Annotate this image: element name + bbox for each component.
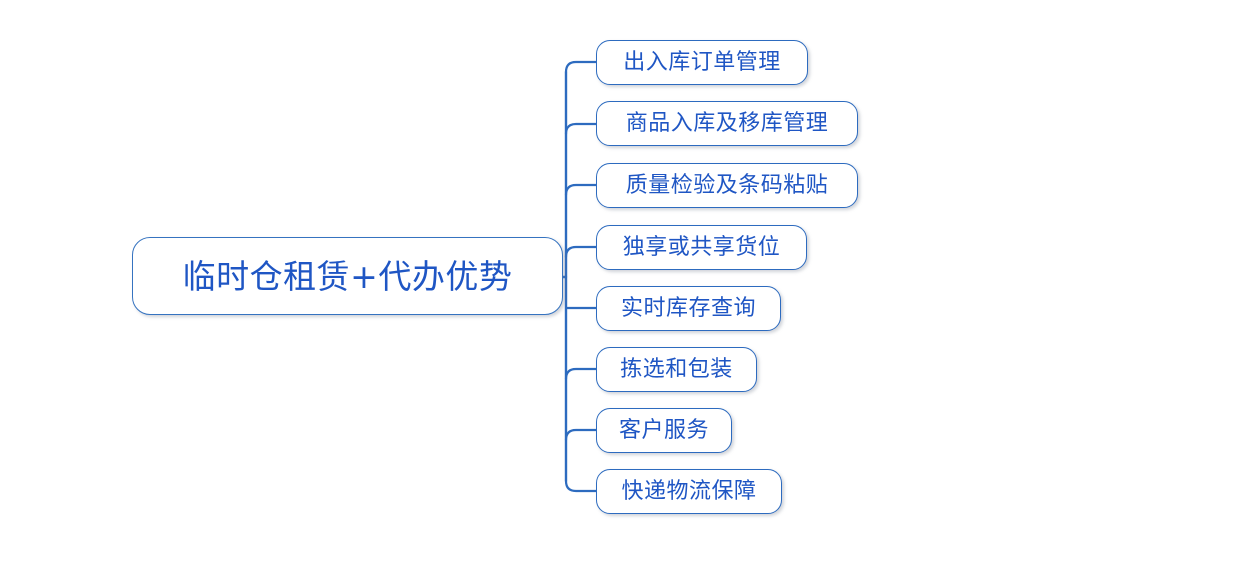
child-node-3[interactable]: 质量检验及条码粘贴 <box>596 163 858 208</box>
child-node-2-label: 商品入库及移库管理 <box>625 110 829 136</box>
connector-branch-1 <box>564 60 598 74</box>
connector-branch-6 <box>564 367 598 381</box>
root-node[interactable]: 临时仓租赁+代办优势 <box>132 237 563 315</box>
connector-branch-8 <box>564 479 598 493</box>
child-node-5-label: 实时库存查询 <box>620 295 756 321</box>
child-node-6[interactable]: 拣选和包装 <box>596 347 757 392</box>
connector-branch-3 <box>564 183 598 197</box>
child-node-1-label: 出入库订单管理 <box>623 49 781 75</box>
child-node-8[interactable]: 快递物流保障 <box>596 469 782 514</box>
child-node-6-label: 拣选和包装 <box>620 356 733 382</box>
child-node-2[interactable]: 商品入库及移库管理 <box>596 101 858 146</box>
child-node-7[interactable]: 客户服务 <box>596 408 732 453</box>
connector-branch-4 <box>564 245 598 259</box>
child-node-8-label: 快递物流保障 <box>621 478 757 504</box>
child-node-4[interactable]: 独享或共享货位 <box>596 225 807 270</box>
connector-branch-2 <box>564 122 598 136</box>
child-node-4-label: 独享或共享货位 <box>622 234 781 260</box>
connector-branch-7 <box>564 428 598 442</box>
root-node-label: 临时仓租赁+代办优势 <box>182 256 513 296</box>
child-node-7-label: 客户服务 <box>618 417 709 443</box>
child-node-3-label: 质量检验及条码粘贴 <box>625 172 829 198</box>
child-node-1[interactable]: 出入库订单管理 <box>596 40 808 85</box>
child-node-5[interactable]: 实时库存查询 <box>596 286 781 331</box>
